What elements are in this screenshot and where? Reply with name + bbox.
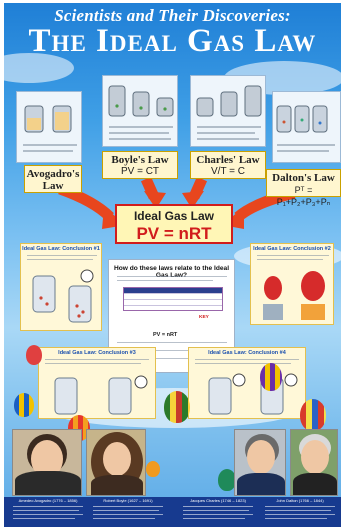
law-name: Avogadro's Law [26,168,80,192]
relation-equation: PV = nRT [153,332,178,338]
avogadro-panel [16,91,82,163]
relation-question: How do these laws relate to the Ideal Ga… [113,265,230,279]
biography-avogadro: Amedeo Avogadro (1776 – 1856) [10,497,86,527]
biography-dalton: John Dalton (1766 – 1844) [262,497,338,527]
portrait-boyle [86,429,146,496]
ideal-gas-law-equation: PV = nRT [136,224,212,243]
biography-caption: Robert Boyle (1627 – 1691) [103,498,153,503]
poster-subtitle: The Ideal Gas Law [28,23,317,59]
balloon-icon [164,391,190,423]
dalton-panel [272,91,341,163]
balloon-icon [146,461,160,477]
ideal-gas-law-box: Ideal Gas Law PV = nRT [115,204,233,244]
balloon-icon [26,345,42,365]
biography-caption: Jacques Charles (1746 – 1823) [190,498,246,503]
portrait-charles [234,429,286,496]
biography-caption: John Dalton (1766 – 1844) [276,498,324,503]
cylinder-illustration [54,375,148,415]
poster-title: Scientists and Their Discoveries: [54,6,291,25]
charles-panel [190,75,266,147]
cylinder-illustration [108,85,174,117]
law-name: Boyle's Law [111,154,169,166]
cylinder-illustration [32,269,94,323]
dalton-label: Dalton's Law Pᵀ = P₁+P₂+P₃+Pₙ [266,169,341,207]
balloon-icon [218,469,236,491]
conclusion-title: Ideal Gas Law: Conclusion #1 [22,246,100,252]
cylinder-illustration [276,105,328,133]
ideal-gas-law-title: Ideal Gas Law [133,209,215,223]
cylinder-illustration [24,105,72,133]
cylinder-illustration [196,85,262,117]
law-name: Charles' Law [196,154,260,166]
avogadro-label: Avogadro's Law [24,165,82,193]
portrait-dalton [290,429,338,496]
conclusion-card-3: Ideal Gas Law: Conclusion #3 [38,347,156,419]
key-label: KEY [199,315,209,320]
conclusion-title: Ideal Gas Law: Conclusion #3 [58,350,136,356]
charles-label: Charles' Law V/T = C [190,151,266,179]
law-name: Dalton's Law [272,172,335,184]
conclusion-card-2: Ideal Gas Law: Conclusion #2 [250,243,334,325]
balloon-icon [260,363,282,391]
balloon-icon [300,399,326,431]
conclusion-card-1: Ideal Gas Law: Conclusion #1 [20,243,102,331]
conclusion-title: Ideal Gas Law: Conclusion #2 [253,246,331,252]
law-formula: Pᵀ = P₁+P₂+P₃+Pₙ [276,185,331,207]
boyle-panel [102,75,178,147]
balloon-icon [14,393,34,417]
cylinder-illustration [208,373,298,415]
portrait-avogadro [12,429,82,496]
biography-strip: Amedeo Avogadro (1776 – 1856) Robert Boy… [4,497,341,527]
poster: Scientists and Their Discoveries: The Id… [4,3,341,527]
biography-boyle: Robert Boyle (1627 – 1691) [90,497,166,527]
cloud [4,53,74,83]
boyle-label: Boyle's Law PV = CT [102,151,178,179]
relation-table [123,287,223,311]
law-formula: PV = CT [120,166,160,177]
conclusion-card-4: Ideal Gas Law: Conclusion #4 [188,347,306,419]
balloon-illustration [263,271,325,320]
biography-charles: Jacques Charles (1746 – 1823) [180,497,256,527]
biography-caption: Amedeo Avogadro (1776 – 1856) [18,498,78,503]
conclusion-title: Ideal Gas Law: Conclusion #4 [208,350,286,356]
law-formula: V/T = C [211,166,245,177]
